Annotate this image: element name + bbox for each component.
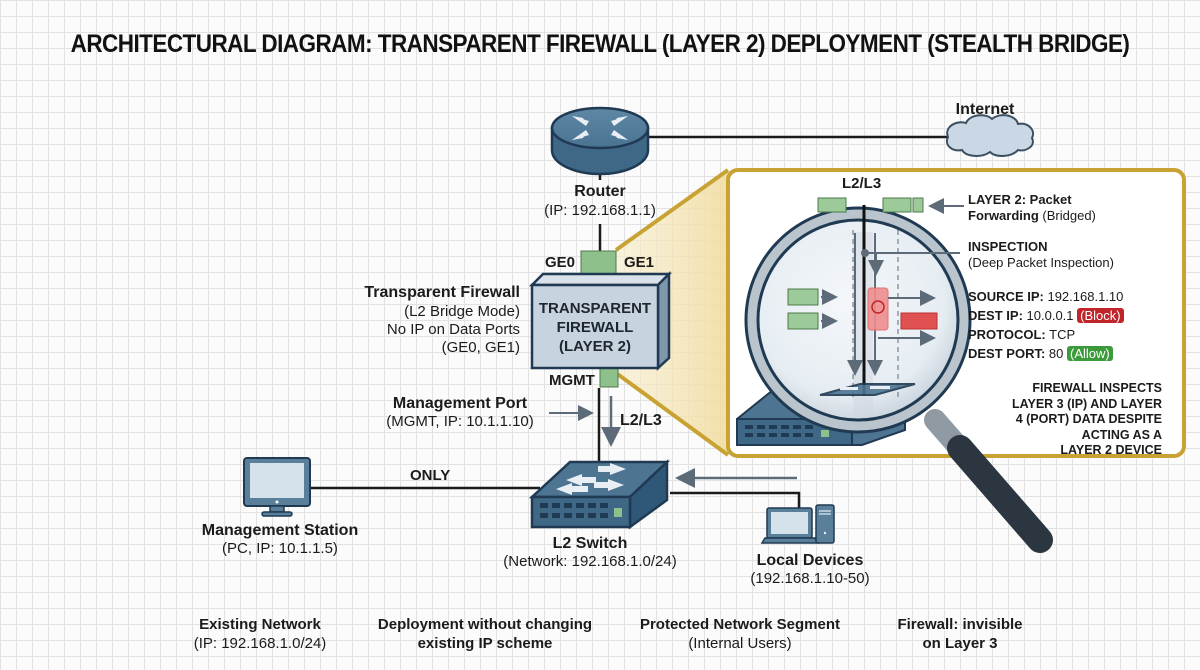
field-key: SOURCE IP: bbox=[968, 289, 1044, 304]
inspection-description: INSPECTION (Deep Packet Inspection) bbox=[968, 239, 1114, 271]
inspection-sub: (Deep Packet Inspection) bbox=[968, 255, 1114, 270]
cloud-icon bbox=[946, 114, 1034, 157]
router-icon bbox=[550, 106, 650, 176]
footer-protected-segment: Protected Network Segment (Internal User… bbox=[620, 615, 860, 653]
footer-title: Existing Network bbox=[199, 616, 321, 633]
local-devices-title: Local Devices bbox=[756, 552, 864, 569]
note-line: LAYER 2 DEVICE bbox=[1060, 443, 1162, 457]
field-protocol: PROTOCOL: TCP bbox=[968, 325, 1124, 344]
zoom-l2l3-label: L2/L3 bbox=[842, 175, 882, 192]
firewall-description: Transparent Firewall (L2 Bridge Mode) No… bbox=[300, 283, 520, 357]
laptop-tower-icon bbox=[760, 504, 835, 544]
footer-invisible: Firewall: invisible on Layer 3 bbox=[870, 615, 1050, 653]
field-key: PROTOCOL: bbox=[968, 327, 1046, 342]
footer-title: Firewall: invisible bbox=[897, 616, 1023, 633]
allow-badge: (Allow) bbox=[1067, 346, 1113, 361]
router-label: Router bbox=[574, 183, 626, 200]
firewall-title: Transparent Firewall bbox=[364, 284, 520, 301]
layer2-description: LAYER 2: Packet Forwarding (Bridged) bbox=[968, 192, 1096, 224]
link-l2l3-label: L2/L3 bbox=[620, 412, 662, 429]
field-key: DEST IP: bbox=[968, 308, 1023, 323]
internet-label: Internet bbox=[955, 101, 1015, 118]
note-line: 4 (PORT) DATA DESPITE bbox=[1015, 412, 1162, 426]
firewall-no-ip: No IP on Data Ports bbox=[386, 321, 520, 338]
inspection-title: INSPECTION bbox=[968, 239, 1048, 254]
mgmt-station-ip: (PC, IP: 10.1.1.5) bbox=[222, 540, 338, 557]
footer-title-2: existing IP scheme bbox=[417, 635, 553, 652]
footer-title: Deployment without changing bbox=[377, 616, 593, 633]
mgmt-station-title: Management Station bbox=[201, 522, 359, 539]
port-mgmt-label: MGMT bbox=[549, 372, 595, 389]
field-dest-ip: DEST IP: 10.0.0.1 (Block) bbox=[968, 306, 1124, 325]
local-devices-range: (192.168.1.10-50) bbox=[750, 570, 870, 587]
local-devices-description: Local Devices (192.168.1.10-50) bbox=[720, 552, 900, 588]
block-badge: (Block) bbox=[1077, 308, 1124, 323]
footer-title: Protected Network Segment bbox=[639, 616, 841, 633]
port-ge0-label: GE0 bbox=[545, 254, 576, 271]
field-key: DEST PORT: bbox=[968, 346, 1046, 361]
router-ip: (IP: 192.168.1.1) bbox=[544, 202, 656, 219]
local-devices-switch-link bbox=[670, 491, 801, 510]
firewall-box-line: TRANSPARENT bbox=[538, 300, 652, 317]
footer-sub: (Internal Users) bbox=[688, 635, 792, 652]
switch-description: L2 Switch (Network: 192.168.1.0/24) bbox=[490, 535, 690, 571]
firewall-mode: (L2 Bridge Mode) bbox=[404, 303, 520, 320]
firewall-box-label: TRANSPARENT FIREWALL (LAYER 2) bbox=[532, 299, 658, 356]
layer2-forwarding: Forwarding bbox=[968, 208, 1039, 223]
footer-existing-network: Existing Network (IP: 192.168.1.0/24) bbox=[160, 615, 360, 653]
field-value: 80 bbox=[1048, 346, 1064, 361]
port-ge0-ge1 bbox=[580, 250, 617, 276]
mgmt-port-description: Management Port (MGMT, IP: 10.1.1.10) bbox=[380, 395, 540, 431]
mgmt-port-title: Management Port bbox=[392, 395, 528, 412]
firewall-box-icon bbox=[528, 270, 673, 371]
note-line: LAYER 3 (IP) AND LAYER bbox=[1011, 396, 1162, 411]
firewall-box-line: FIREWALL bbox=[556, 319, 634, 336]
note-line: FIREWALL INSPECTS bbox=[1032, 381, 1162, 395]
note-line: ACTING AS A bbox=[1081, 427, 1162, 442]
field-dest-port: DEST PORT: 80 (Allow) bbox=[968, 344, 1124, 363]
field-value: 10.0.0.1 bbox=[1026, 308, 1074, 323]
only-label: ONLY bbox=[410, 467, 451, 484]
port-mgmt bbox=[599, 366, 619, 388]
switch-network: (Network: 192.168.1.0/24) bbox=[503, 553, 677, 570]
zoom-cone bbox=[616, 170, 728, 455]
mgmt-port-ip: (MGMT, IP: 10.1.1.10) bbox=[386, 413, 534, 430]
field-value: 192.168.1.10 bbox=[1047, 289, 1124, 304]
footer-sub: (IP: 192.168.1.0/24) bbox=[193, 635, 327, 652]
mgmt-station-description: Management Station (PC, IP: 10.1.1.5) bbox=[180, 522, 380, 558]
footer-title-2: on Layer 3 bbox=[922, 635, 998, 652]
firewall-ports: (GE0, GE1) bbox=[441, 339, 520, 356]
packet-fields: SOURCE IP: 192.168.1.10 DEST IP: 10.0.0.… bbox=[968, 287, 1124, 363]
layer2-bridged: (Bridged) bbox=[1042, 208, 1096, 223]
switch-icon bbox=[528, 459, 671, 530]
port-ge1-label: GE1 bbox=[624, 254, 655, 271]
switch-title: L2 Switch bbox=[552, 535, 628, 552]
footer-deployment: Deployment without changing existing IP … bbox=[360, 615, 610, 653]
layer2-title: LAYER 2: Packet bbox=[968, 192, 1072, 207]
monitor-icon bbox=[243, 457, 311, 517]
field-value: TCP bbox=[1049, 327, 1076, 342]
field-source-ip: SOURCE IP: 192.168.1.10 bbox=[968, 287, 1124, 306]
diagram-title: ARCHITECTURAL DIAGRAM: TRANSPARENT FIREW… bbox=[70, 30, 1130, 58]
inspection-note: FIREWALL INSPECTS LAYER 3 (IP) AND LAYER… bbox=[950, 381, 1162, 459]
firewall-box-line: (LAYER 2) bbox=[559, 338, 631, 355]
